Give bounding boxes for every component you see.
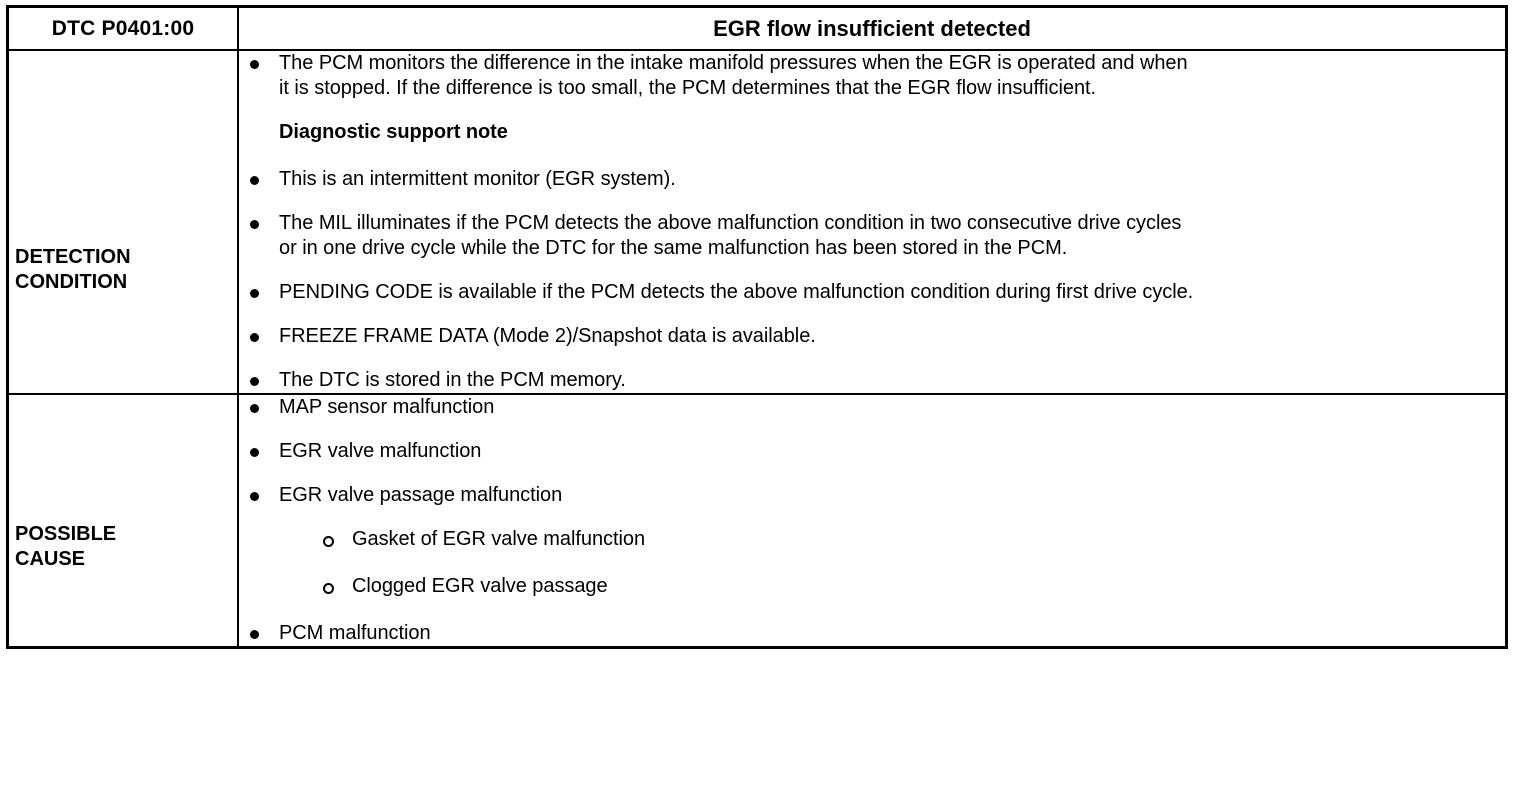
list-item: PCM malfunction [239, 621, 1505, 646]
table-header-row: DTC P0401:00 EGR flow insufficient detec… [6, 5, 1508, 51]
list-item: EGR valve passage malfunction [239, 483, 1505, 508]
list-item-text: EGR valve malfunction [279, 440, 482, 462]
list-item: The DTC is stored in the PCM memory. [239, 368, 1505, 393]
filled-bullet-icon [250, 404, 259, 413]
detection-condition-row: DETECTION CONDITION The PCM monitors the… [6, 49, 1508, 395]
list-item-text: PCM malfunction [279, 622, 431, 644]
sub-list-item-text: Gasket of EGR valve malfunction [352, 528, 646, 550]
list-item: The PCM monitors the difference in the i… [239, 51, 1505, 101]
list-item-text: PENDING CODE is available if the PCM det… [279, 281, 1194, 303]
list-item-text: MAP sensor malfunction [279, 396, 495, 418]
sub-list-item: Gasket of EGR valve malfunction [239, 527, 1505, 552]
dtc-code-cell: DTC P0401:00 [6, 5, 239, 51]
list-item-text: Diagnostic support note [279, 121, 508, 143]
detection-condition-content-cell: The PCM monitors the difference in the i… [237, 49, 1508, 395]
sub-list-item-text: Clogged EGR valve passage [352, 575, 608, 597]
list-item-text: EGR valve passage malfunction [279, 484, 563, 506]
possible-cause-row: POSSIBLE CAUSE MAP sensor malfunction EG… [6, 393, 1508, 649]
list-item: This is an intermittent monitor (EGR sys… [239, 167, 1505, 192]
list-item-text: The DTC is stored in the PCM memory. [279, 369, 626, 391]
list-item: PENDING CODE is available if the PCM det… [239, 280, 1505, 305]
hollow-bullet-icon [323, 583, 334, 594]
possible-cause-content-cell: MAP sensor malfunction EGR valve malfunc… [237, 393, 1508, 649]
detection-condition-label: DETECTION CONDITION [15, 246, 131, 293]
list-item: MAP sensor malfunction [239, 395, 1505, 420]
filled-bullet-icon [250, 377, 259, 386]
possible-cause-label-cell: POSSIBLE CAUSE [6, 393, 239, 649]
dtc-diagnostic-table: DTC P0401:00 EGR flow insufficient detec… [6, 5, 1508, 649]
list-item-text: FREEZE FRAME DATA (Mode 2)/Snapshot data… [279, 325, 816, 347]
list-item: The MIL illuminates if the PCM detects t… [239, 211, 1505, 261]
filled-bullet-icon [250, 289, 259, 298]
list-item-text: The PCM monitors the difference in the i… [279, 52, 1188, 99]
filled-bullet-icon [250, 176, 259, 185]
filled-bullet-icon [250, 60, 259, 69]
list-item: EGR valve malfunction [239, 439, 1505, 464]
dtc-title-cell: EGR flow insufficient detected [237, 5, 1508, 51]
detection-condition-label-cell: DETECTION CONDITION [6, 49, 239, 395]
filled-bullet-icon [250, 333, 259, 342]
possible-cause-label: POSSIBLE CAUSE [15, 523, 117, 570]
filled-bullet-icon [250, 220, 259, 229]
filled-bullet-icon [250, 630, 259, 639]
list-item-text: The MIL illuminates if the PCM detects t… [279, 212, 1182, 259]
filled-bullet-icon [250, 448, 259, 457]
dtc-title-label: EGR flow insufficient detected [713, 16, 1031, 41]
dtc-code-label: DTC P0401:00 [51, 17, 195, 40]
diagnostic-support-note-heading: Diagnostic support note [239, 120, 1505, 145]
sub-list-item: Clogged EGR valve passage [239, 574, 1505, 599]
filled-bullet-icon [250, 492, 259, 501]
list-item-text: This is an intermittent monitor (EGR sys… [279, 168, 676, 190]
hollow-bullet-icon [323, 536, 334, 547]
list-item: FREEZE FRAME DATA (Mode 2)/Snapshot data… [239, 324, 1505, 349]
